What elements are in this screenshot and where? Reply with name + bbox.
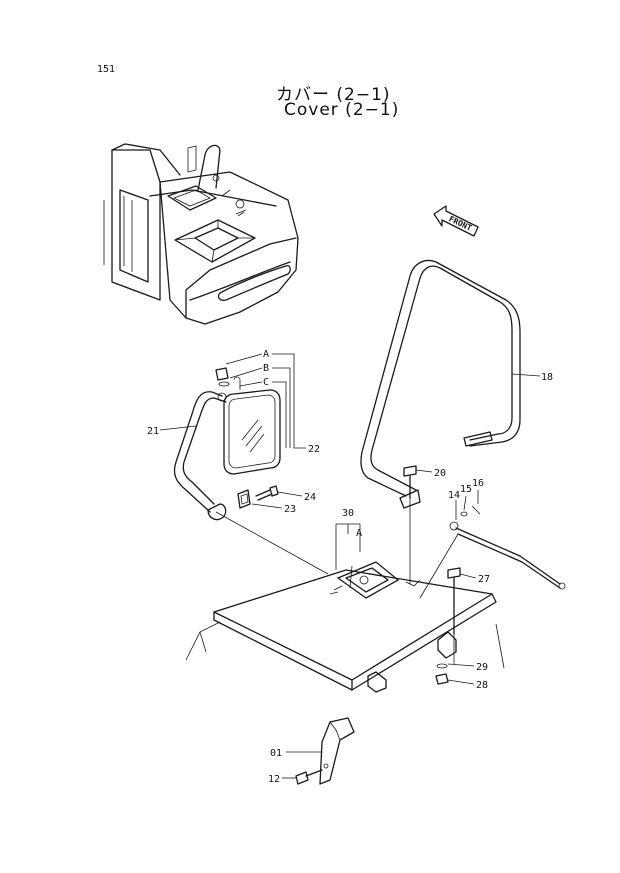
callout-23: 23 <box>284 504 296 515</box>
callout-24: 24 <box>304 492 316 503</box>
cover-panel <box>185 465 566 693</box>
callout-12: 12 <box>268 774 280 785</box>
callout-b: B <box>263 363 269 374</box>
callout-30: 30 <box>342 508 354 519</box>
callout-21: 21 <box>147 426 159 437</box>
callout-c: C <box>263 377 269 388</box>
leader-lines <box>159 353 541 779</box>
callout-28: 28 <box>476 680 488 691</box>
front-direction-arrow: FRONT <box>433 205 479 237</box>
callout-22: 22 <box>308 444 320 455</box>
callout-14: 14 <box>448 490 460 501</box>
title-english: Cover (2−1) <box>284 100 400 120</box>
callout-01: 01 <box>270 748 282 759</box>
callout-16: 16 <box>472 478 484 489</box>
callout-15: 15 <box>460 484 472 495</box>
handrail-part-18 <box>360 259 521 509</box>
page-number: 151 <box>97 64 116 75</box>
callout-27: 27 <box>478 574 490 585</box>
title-japanese: カバー (2−1) <box>276 85 391 105</box>
callout-a: A <box>263 349 269 360</box>
mirror-assembly <box>173 367 281 521</box>
machine-overview <box>103 143 299 325</box>
callout-a-lock: A <box>356 528 362 539</box>
callout-29: 29 <box>476 662 488 673</box>
front-label: FRONT <box>447 214 473 232</box>
bracket-part-01 <box>295 717 355 785</box>
callout-18: 18 <box>541 372 553 383</box>
callout-20: 20 <box>434 468 446 479</box>
callout-labels: A B C 18 21 22 20 24 23 30 A 14 15 16 27… <box>147 349 553 785</box>
